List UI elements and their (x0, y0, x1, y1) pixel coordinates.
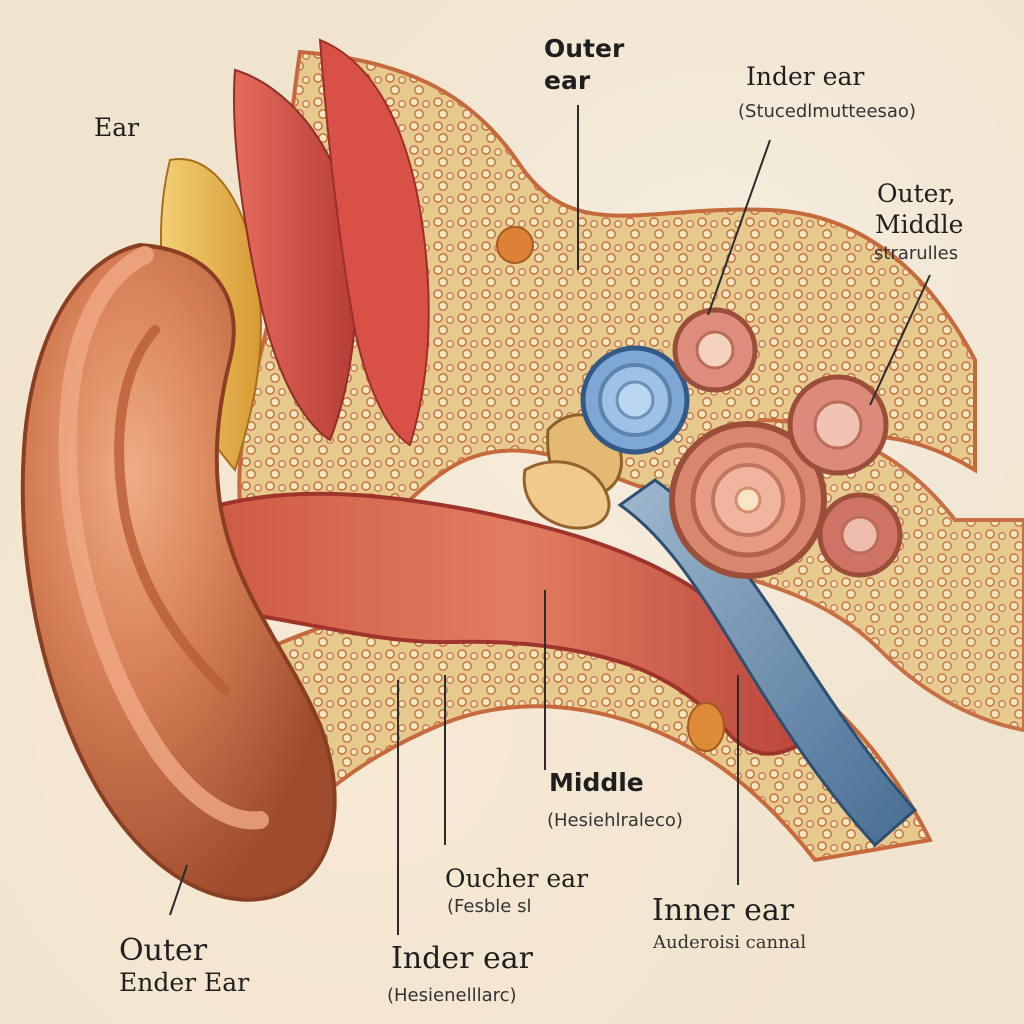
helix-fold (58, 246, 269, 830)
label-outer-middle-line2: Middle (875, 210, 964, 239)
label-middle-bottom-subtitle: (Hesiehlraleco) (547, 810, 683, 831)
label-outer-ear-top-line1: Outer (544, 34, 625, 63)
label-oucher-ear-subtitle: (Fesble sl (447, 896, 532, 917)
label-inder-ear-bottom: Inder ear (391, 941, 533, 976)
label-inder-ear-bottom-subtitle: (Hesienelllarc) (387, 985, 517, 1006)
label-outer-bottom-line2: Ender Ear (119, 968, 250, 997)
pointer-outer-middle (869, 274, 931, 406)
outer-ear-pinna (20, 242, 337, 902)
label-ear: Ear (94, 113, 140, 142)
label-outer-bottom-line1: Outer (119, 933, 208, 968)
red-muscle-band (233, 68, 358, 442)
antihelix-fold (114, 325, 230, 695)
ear-canal (218, 491, 818, 756)
label-inner-ear-right-subtitle: Auderoisi cannal (653, 932, 807, 953)
label-inner-ear-top-subtitle: (Stucedlmutteesao) (738, 101, 916, 122)
pointer-inder-ear (707, 139, 771, 316)
pointer-outer-bottom (169, 864, 188, 916)
label-oucher-ear: Oucher ear (445, 864, 589, 893)
label-outer-ear-top-line2: ear (544, 66, 591, 95)
orange-node-top (496, 226, 534, 264)
incus-bone (522, 460, 611, 530)
label-outer-middle-subtitle: strarulles (874, 243, 959, 264)
label-middle-bottom: Middle (549, 768, 644, 797)
label-outer-middle-line1: Outer, (877, 179, 956, 208)
orange-node-bottom (687, 702, 725, 752)
label-inner-ear-top: Inder ear (746, 62, 865, 91)
label-inner-ear-right: Inner ear (652, 893, 795, 928)
upper-red-tissue (318, 38, 430, 447)
